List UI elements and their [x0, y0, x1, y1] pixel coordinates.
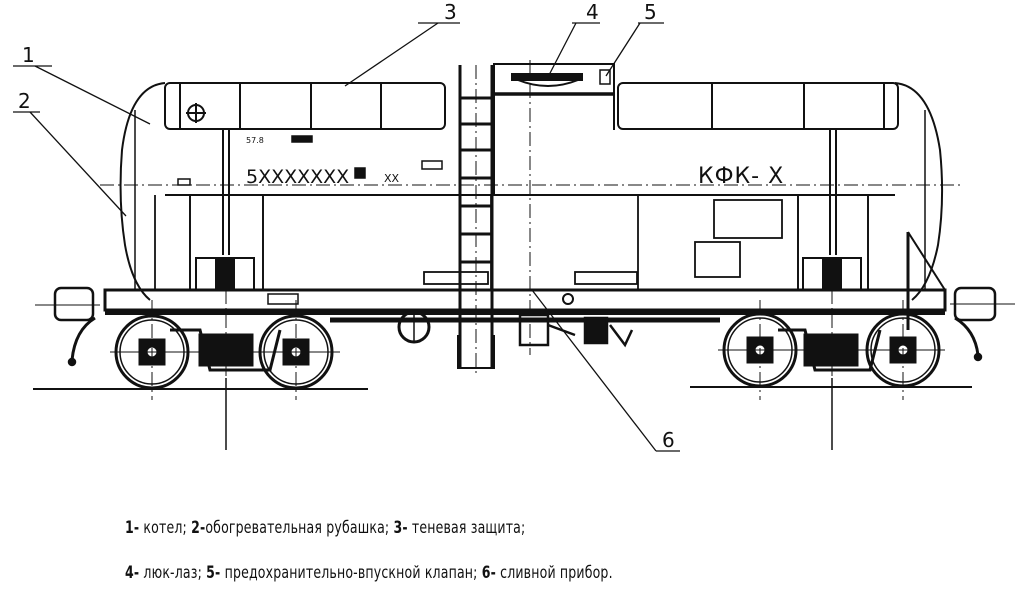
underframe: [103, 288, 947, 323]
legend-num-4: 4-: [125, 563, 140, 583]
legend-text-5: предохранительно-впускной клапан;: [220, 563, 482, 583]
callout-3: 3: [444, 0, 457, 24]
shadow-protection: [164, 82, 899, 130]
legend-text-4: люк-лаз;: [139, 563, 207, 583]
callout-4: 4: [586, 0, 599, 24]
rails: [33, 386, 972, 390]
bogie-left: [110, 314, 340, 390]
tank-plates: [177, 135, 443, 186]
heating-jacket: [154, 194, 869, 291]
drain-device: [518, 313, 634, 348]
legend-num-3: 3-: [393, 518, 408, 538]
tank-boiler: [119, 82, 944, 301]
legend-text-1: котел;: [139, 518, 192, 538]
legend-num-1: 1-: [125, 518, 140, 538]
legend-num-5: 5-: [206, 563, 221, 583]
callout-1: 1: [22, 43, 35, 67]
brake-wheel: [397, 310, 431, 344]
legend-line-2: 4- люк-лаз; 5- предохранительно-впускной…: [125, 563, 613, 583]
callout-leaders: [13, 22, 680, 452]
legend-line-1: 1- котел; 2-обогревательная рубашка; 3- …: [125, 518, 525, 538]
legend-num-2: 2-: [191, 518, 206, 538]
tank-number-suffix: XX: [384, 172, 400, 185]
tank-number-marking: 5XXXXXXX: [246, 166, 349, 188]
callout-2: 2: [18, 89, 31, 113]
tank-type-marking: КФК- X: [698, 164, 784, 189]
siphon-pipes: [222, 129, 837, 255]
coupler-right: [906, 231, 1015, 362]
callout-6: 6: [662, 428, 675, 452]
legend-text-6: сливной прибор.: [495, 563, 613, 583]
manhole-hatch: [493, 63, 615, 195]
legend-text-2: обогревательная рубашка;: [205, 518, 394, 538]
coupler-left: [35, 286, 100, 367]
capacity-marking: 57.8: [246, 136, 264, 145]
legend-num-6: 6-: [481, 563, 496, 583]
bogie-right: [718, 312, 945, 388]
callout-5: 5: [644, 0, 657, 24]
legend-text-3: теневая защита;: [407, 518, 526, 538]
valve-blocks: [195, 257, 862, 291]
